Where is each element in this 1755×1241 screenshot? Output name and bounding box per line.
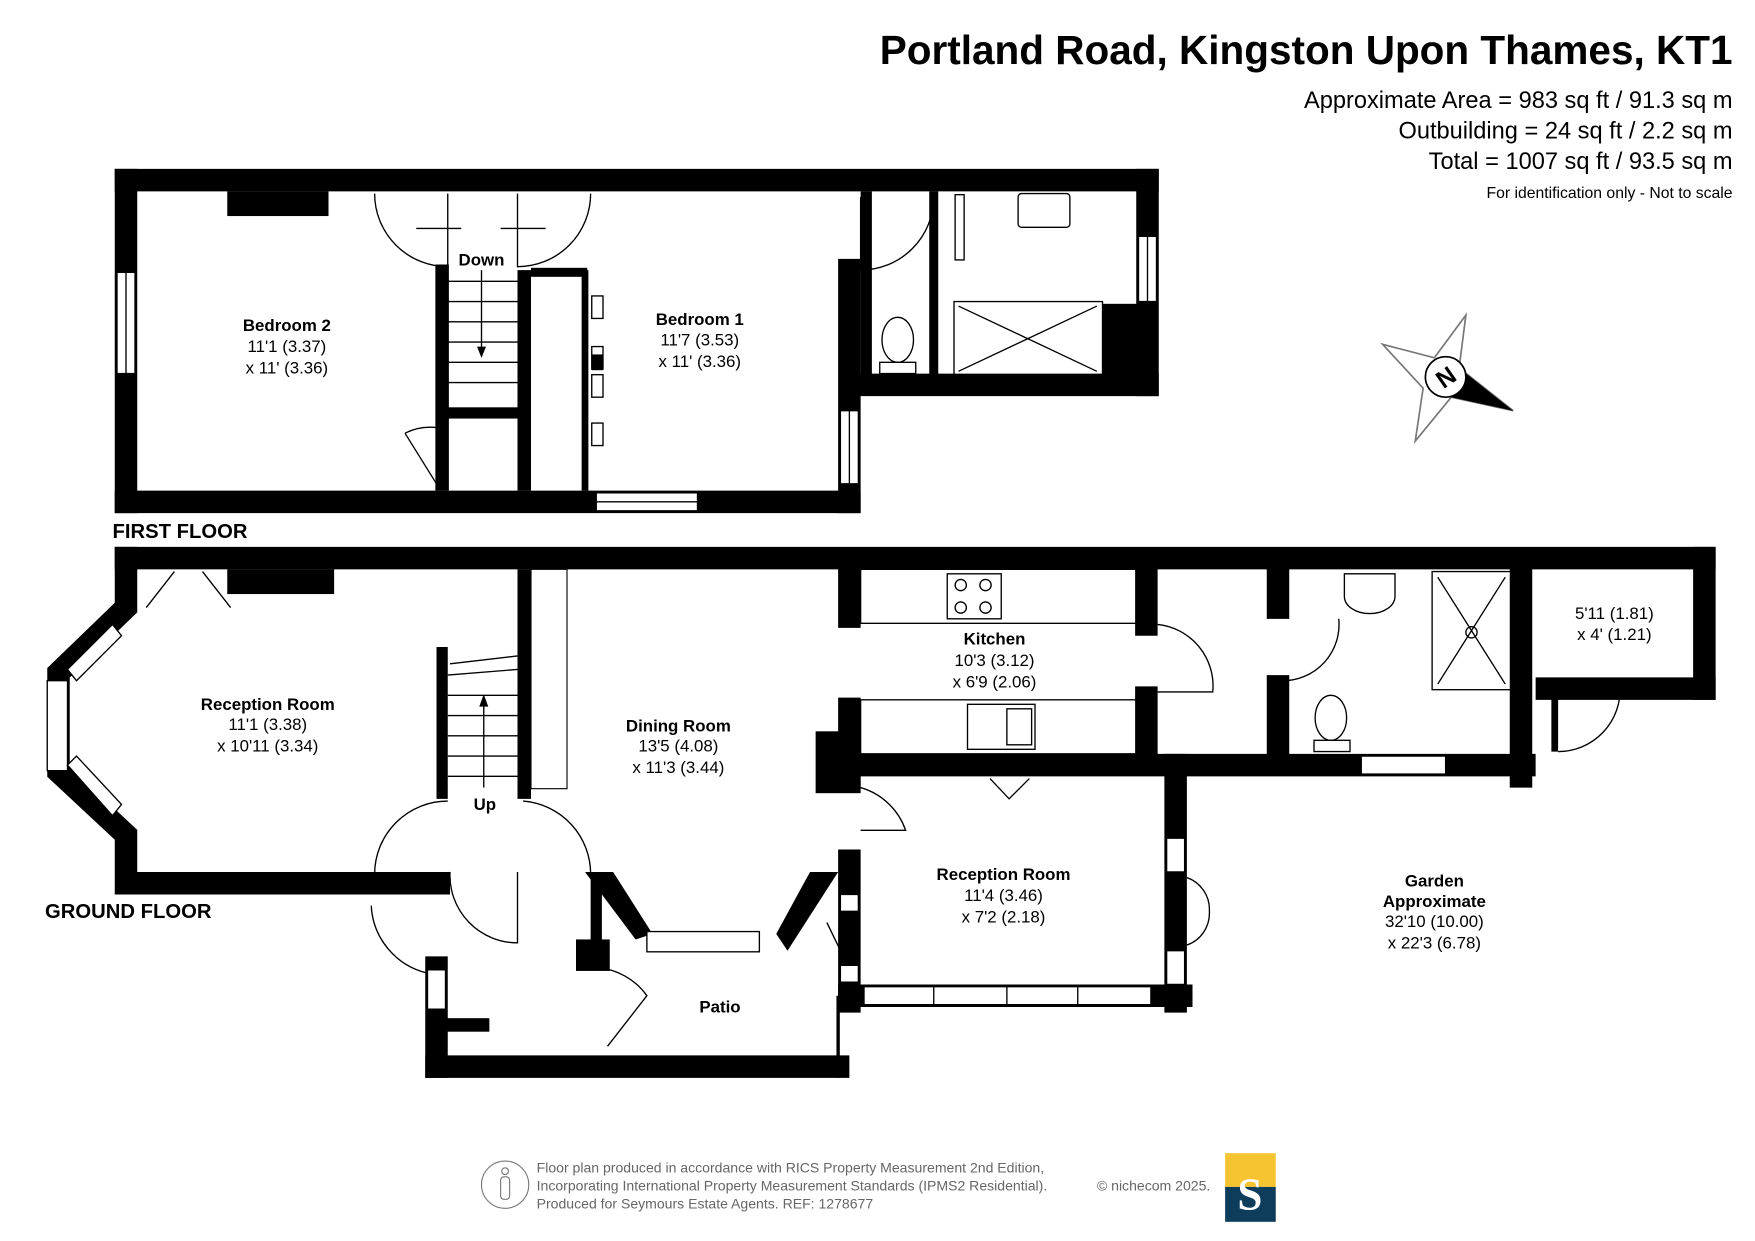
svg-text:13'5 (4.08): 13'5 (4.08): [638, 737, 718, 756]
footer-line-3: Produced for Seymours Estate Agents. REF…: [537, 1195, 874, 1211]
patio-label: Patio: [699, 998, 740, 1017]
svg-text:Reception Room: Reception Room: [937, 865, 1071, 884]
total-area: Total = 1007 sq ft / 93.5 sq m: [1429, 149, 1733, 175]
svg-text:x 6'9 (2.06): x 6'9 (2.06): [953, 672, 1037, 691]
svg-text:11'1 (3.37): 11'1 (3.37): [247, 337, 326, 356]
basin-icon: [1343, 573, 1396, 615]
approximate-area: Approximate Area = 983 sq ft / 91.3 sq m: [1304, 88, 1733, 114]
svg-text:10'3 (3.12): 10'3 (3.12): [954, 651, 1034, 670]
room-reception-room-2: Reception Room 11'4 (3.46) x 7'2 (2.18): [937, 865, 1071, 927]
ground-floor-stairs-label: Up: [474, 795, 496, 814]
svg-text:Kitchen: Kitchen: [964, 630, 1026, 649]
svg-text:x 10'11 (3.34): x 10'11 (3.34): [217, 737, 318, 756]
svg-text:x 11' (3.36): x 11' (3.36): [246, 359, 329, 378]
svg-text:Garden: Garden: [1405, 872, 1464, 891]
first-floor-stairs: [416, 227, 546, 384]
compass-icon: N: [1380, 311, 1514, 444]
svg-text:Approximate: Approximate: [1383, 892, 1486, 911]
room-reception-room-1: Reception Room 11'1 (3.38) x 10'11 (3.34…: [201, 695, 335, 756]
svg-text:11'7 (3.53): 11'7 (3.53): [660, 330, 739, 349]
svg-text:x 11'3 (3.44): x 11'3 (3.44): [632, 758, 724, 777]
footer-copyright: © nichecom 2025.: [1097, 1177, 1210, 1193]
svg-text:11'1 (3.38): 11'1 (3.38): [228, 715, 307, 734]
ground-floor-label: GROUND FLOOR: [45, 901, 212, 923]
svg-text:Bedroom 1: Bedroom 1: [656, 310, 744, 329]
svg-text:x 4' (1.21): x 4' (1.21): [1577, 625, 1651, 644]
garden: Garden Approximate 32'10 (10.00) x 22'3 …: [1383, 872, 1486, 953]
svg-text:32'10 (10.00): 32'10 (10.00): [1385, 912, 1484, 931]
ground-floor-walls: [46, 546, 1716, 1078]
room-dining-room: Dining Room 13'5 (4.08) x 11'3 (3.44): [626, 716, 731, 777]
ground-floor-stairs: [447, 655, 518, 788]
footer-line-1: Floor plan produced in accordance with R…: [537, 1159, 1045, 1175]
first-floor-stairs-label: Down: [459, 251, 505, 270]
room-outbuilding: 5'11 (1.81) x 4' (1.21): [1575, 604, 1654, 644]
svg-text:Bedroom 2: Bedroom 2: [243, 316, 331, 335]
sink-icon: [966, 703, 1036, 750]
first-floor-label: FIRST FLOOR: [113, 521, 248, 543]
room-kitchen: Kitchen 10'3 (3.12) x 6'9 (2.06): [953, 630, 1037, 692]
toilet-icon: [881, 316, 915, 363]
room-bedroom-1: Bedroom 1 11'7 (3.53) x 11' (3.36): [656, 310, 744, 371]
page-title: Portland Road, Kingston Upon Thames, KT1: [880, 27, 1733, 73]
svg-text:11'4 (3.46): 11'4 (3.46): [964, 886, 1043, 905]
svg-text:Dining Room: Dining Room: [626, 716, 731, 735]
svg-text:x 22'3 (6.78): x 22'3 (6.78): [1388, 933, 1481, 952]
svg-text:x 7'2 (2.18): x 7'2 (2.18): [962, 908, 1046, 927]
shower-icon: [1431, 570, 1512, 691]
agent-logo: S: [1225, 1153, 1276, 1222]
basin-icon: [1017, 192, 1071, 228]
footer-line-2: Incorporating International Property Mea…: [537, 1177, 1048, 1193]
scale-note: For identification only - Not to scale: [1487, 185, 1733, 202]
room-bedroom-2: Bedroom 2 11'1 (3.37) x 11' (3.36): [243, 316, 331, 378]
toilet-icon: [1314, 694, 1348, 741]
svg-text:Reception Room: Reception Room: [201, 695, 335, 714]
svg-text:S: S: [1237, 1169, 1262, 1219]
person-scale-icon: [480, 1160, 530, 1209]
svg-text:5'11 (1.81): 5'11 (1.81): [1575, 604, 1654, 623]
outbuilding-area: Outbuilding = 24 sq ft / 2.2 sq m: [1398, 118, 1732, 144]
hob-icon: [946, 573, 1002, 620]
svg-text:x 11' (3.36): x 11' (3.36): [658, 352, 741, 371]
first-floor-walls: [114, 168, 1159, 514]
bath-icon: [953, 300, 1104, 377]
